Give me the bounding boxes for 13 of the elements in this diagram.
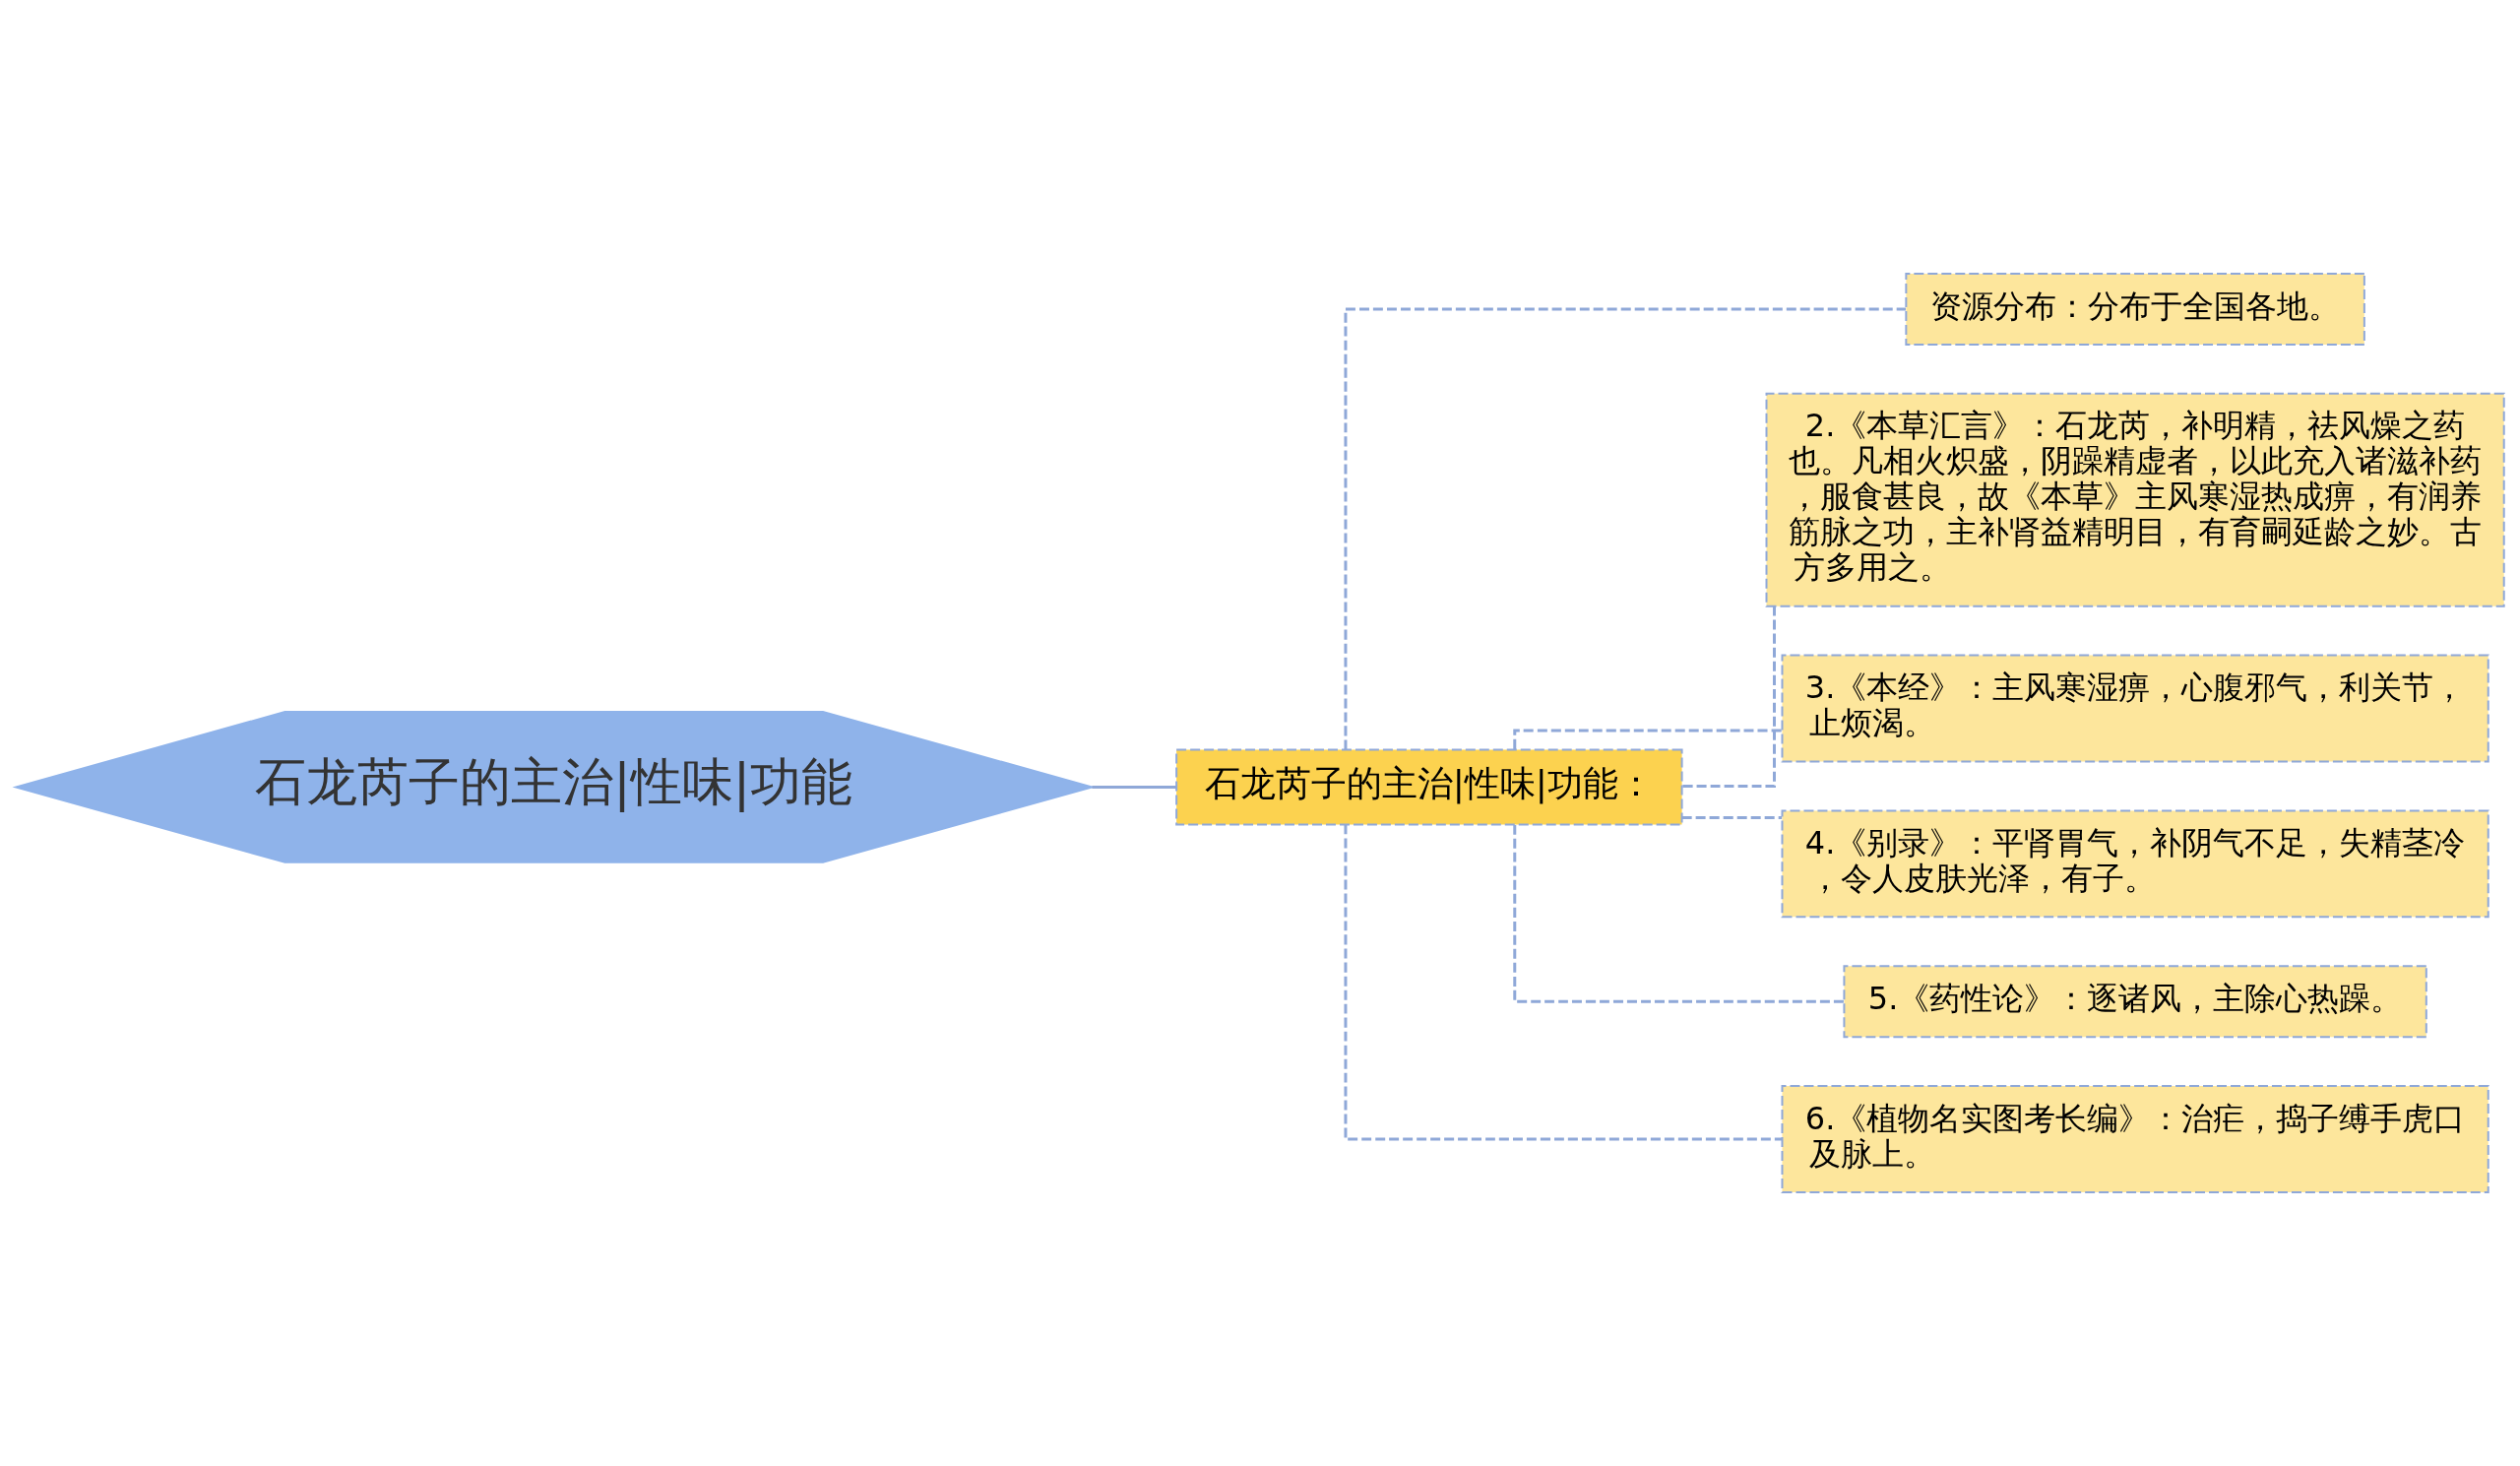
node-box: 4.《别录》：平肾胃气，补阴气不足，失精茎冷，令人皮肤光泽，有子。	[1781, 809, 2489, 919]
connector	[1513, 824, 1845, 1003]
connector	[1344, 824, 1783, 1141]
node-box: 资源分布：分布于全国各地。	[1905, 273, 2365, 346]
connector	[1682, 606, 1776, 788]
connector	[1092, 785, 1177, 789]
node-box: 6.《植物名实图考长编》：治疟，捣子缚手虎口及脉上。	[1781, 1085, 2489, 1193]
connector	[1344, 307, 1906, 750]
connector	[1681, 815, 1783, 819]
node-box: 石龙芮子的主治|性味|功能：	[1175, 748, 1683, 826]
node-box: 3.《本经》：主风寒湿痹，心腹邪气，利关节，止烦渴。	[1781, 654, 2489, 763]
node-box: 2.《本草汇言》：石龙芮，补明精，祛风燥之药也。凡相火炽盛，阴躁精虚者，以此充入诸滋补药，服食甚良，故《本草》主风寒湿热成痹，有润养筋脉之功，主补肾益精明目，有育嗣延龄之妙。古方多用之。	[1765, 392, 2505, 607]
node-box: 5.《药性论》：逐诸风，主除心热躁。	[1843, 965, 2427, 1039]
